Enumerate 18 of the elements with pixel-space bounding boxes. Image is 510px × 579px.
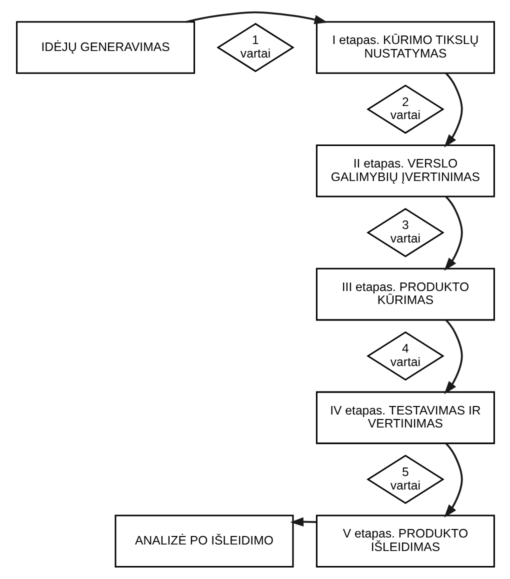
arrow [444,196,462,271]
node-box: V etapas. PRODUKTO IŠLEIDIMAS [315,514,494,568]
node-box: III etapas. PRODUKTO KŪRIMAS [315,268,494,321]
node-box: ANALIZĖ PO IŠLEIDIMO [114,514,294,568]
node-box: I etapas. KŪRIMO TIKSLŲ NUSTATYMAS [315,21,494,74]
arrow [444,442,462,518]
node-diamond: 4 vartai [366,331,444,381]
arrow [444,319,462,394]
node-box: II etapas. VERSLO GALIMYBIŲ ĮVERTINIMAS [315,144,494,198]
arrow [290,517,316,526]
arrow [185,11,328,24]
node-diamond: 5 vartai [366,454,444,504]
node-box: IDĖJŲ GENERAVIMAS [16,21,195,74]
node-diamond: 3 vartai [366,208,444,258]
node-diamond: 1 vartai [216,22,294,72]
node-box: IV etapas. TESTAVIMAS IR VERTINIMAS [315,391,494,444]
node-diamond: 2 vartai [366,84,444,134]
arrow [444,72,462,148]
